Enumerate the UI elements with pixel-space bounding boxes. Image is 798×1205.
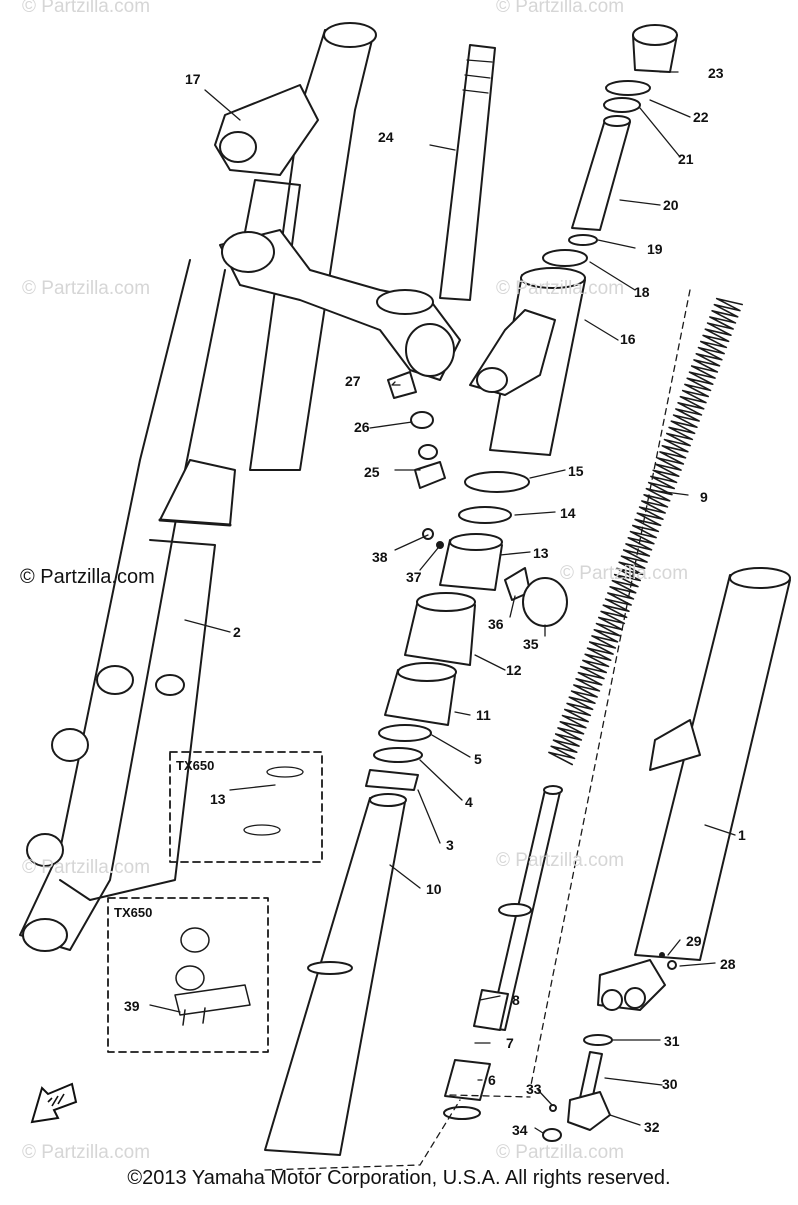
callout-20: 20 [663, 197, 679, 213]
callout-17: 17 [185, 71, 201, 87]
callout-35: 35 [523, 636, 539, 652]
watermark: © Partzilla.com [496, 278, 625, 299]
part-11-cover [384, 662, 457, 726]
part-19-ring [568, 234, 598, 246]
callout-31: 31 [664, 1033, 680, 1049]
part-31-washer [583, 1034, 613, 1046]
part-6-washer [443, 1106, 481, 1120]
watermark: © Partzilla.com [496, 0, 625, 17]
callout-6: 6 [488, 1072, 496, 1088]
callout-11: 11 [476, 707, 491, 723]
watermark: © Partzilla.com [22, 1142, 151, 1163]
callout-23: 23 [708, 65, 724, 81]
parts-25-27-bolts [387, 371, 446, 489]
leader-lines [149, 71, 736, 1134]
part-7-bushing [444, 1059, 491, 1101]
callout-5: 5 [474, 751, 482, 767]
part-17-bracket [214, 84, 319, 176]
callout-9: 9 [700, 489, 708, 505]
part-33-washer [549, 1104, 557, 1112]
part-28-screw [667, 960, 677, 970]
part-8-damper-rod [473, 785, 563, 1031]
watermark: © Partzilla.com [22, 857, 151, 878]
watermark: © Partzilla.com [496, 850, 625, 871]
part-2-outer-tube-left [19, 22, 377, 952]
tx650-label: TX650 [176, 758, 215, 773]
callout-38: 38 [372, 549, 388, 565]
callout-36: 36 [488, 616, 504, 632]
callout-21: 21 [678, 151, 694, 167]
callout-30: 30 [662, 1076, 678, 1092]
callout-22: 22 [693, 109, 709, 125]
callout-16: 16 [620, 331, 636, 347]
watermark: © Partzilla.com [22, 0, 151, 17]
callout-27: 27 [345, 373, 361, 389]
callout-33: 33 [526, 1081, 542, 1097]
callout-4: 4 [465, 794, 473, 810]
watermark: © Partzilla.com [560, 563, 689, 584]
callout-28: 28 [720, 956, 736, 972]
part-29-washer [659, 952, 665, 958]
tx650-label: TX650 [114, 905, 153, 920]
callout-14: 14 [560, 505, 576, 521]
callout-19: 19 [647, 241, 663, 257]
callout-2: 2 [233, 624, 241, 640]
watermark: © Partzilla.com [496, 1142, 625, 1163]
copyright-notice: ©2013 Yamaha Motor Corporation, U.S.A. A… [127, 1167, 671, 1189]
part-12-cover [404, 592, 476, 666]
assembly-guide-lines [264, 289, 691, 1171]
part-16-cover [469, 267, 586, 456]
fwd-arrow-icon [30, 1082, 78, 1124]
callout-37: 37 [406, 569, 422, 585]
callout-32: 32 [644, 1119, 660, 1135]
watermark: © Partzilla.com [22, 278, 151, 299]
callout-18: 18 [634, 284, 650, 300]
part-10-inner-tube [264, 793, 407, 1156]
callout-10: 10 [426, 881, 442, 897]
part-15-ring [464, 471, 530, 493]
part-9-spring [548, 297, 743, 766]
callout-29: 29 [686, 933, 702, 949]
tx650-box-2 [107, 897, 269, 1053]
callout-7: 7 [506, 1035, 514, 1051]
callout-1: 1 [738, 827, 746, 843]
part-14-seat [458, 506, 512, 524]
callout-26: 26 [354, 419, 370, 435]
part-5-ring [378, 724, 432, 742]
parts-21-23-cap [603, 24, 678, 113]
part-24-steering-stem [219, 44, 496, 381]
callout-8: 8 [512, 992, 520, 1008]
callout-13: 13 [533, 545, 549, 561]
watermark-main: © Partzilla.com [20, 566, 155, 588]
part-18-ring [542, 249, 588, 267]
callout-34: 34 [512, 1122, 528, 1138]
part-4-ring [373, 747, 423, 763]
part-1-outer-tube-right [597, 567, 791, 1011]
part-32-cap [567, 1091, 611, 1131]
callout-15: 15 [568, 463, 584, 479]
part-13-cover [422, 528, 568, 627]
callout-13-tx650: 13 [210, 791, 226, 807]
part-20-spacer [571, 115, 631, 231]
part-3-seal [365, 769, 419, 791]
callout-24: 24 [378, 129, 394, 145]
callout-25: 25 [364, 464, 380, 480]
callout-39: 39 [124, 998, 140, 1014]
callout-12: 12 [506, 662, 522, 678]
part-34-nut [542, 1128, 562, 1142]
tx650-box-1 [169, 751, 323, 863]
callout-3: 3 [446, 837, 454, 853]
